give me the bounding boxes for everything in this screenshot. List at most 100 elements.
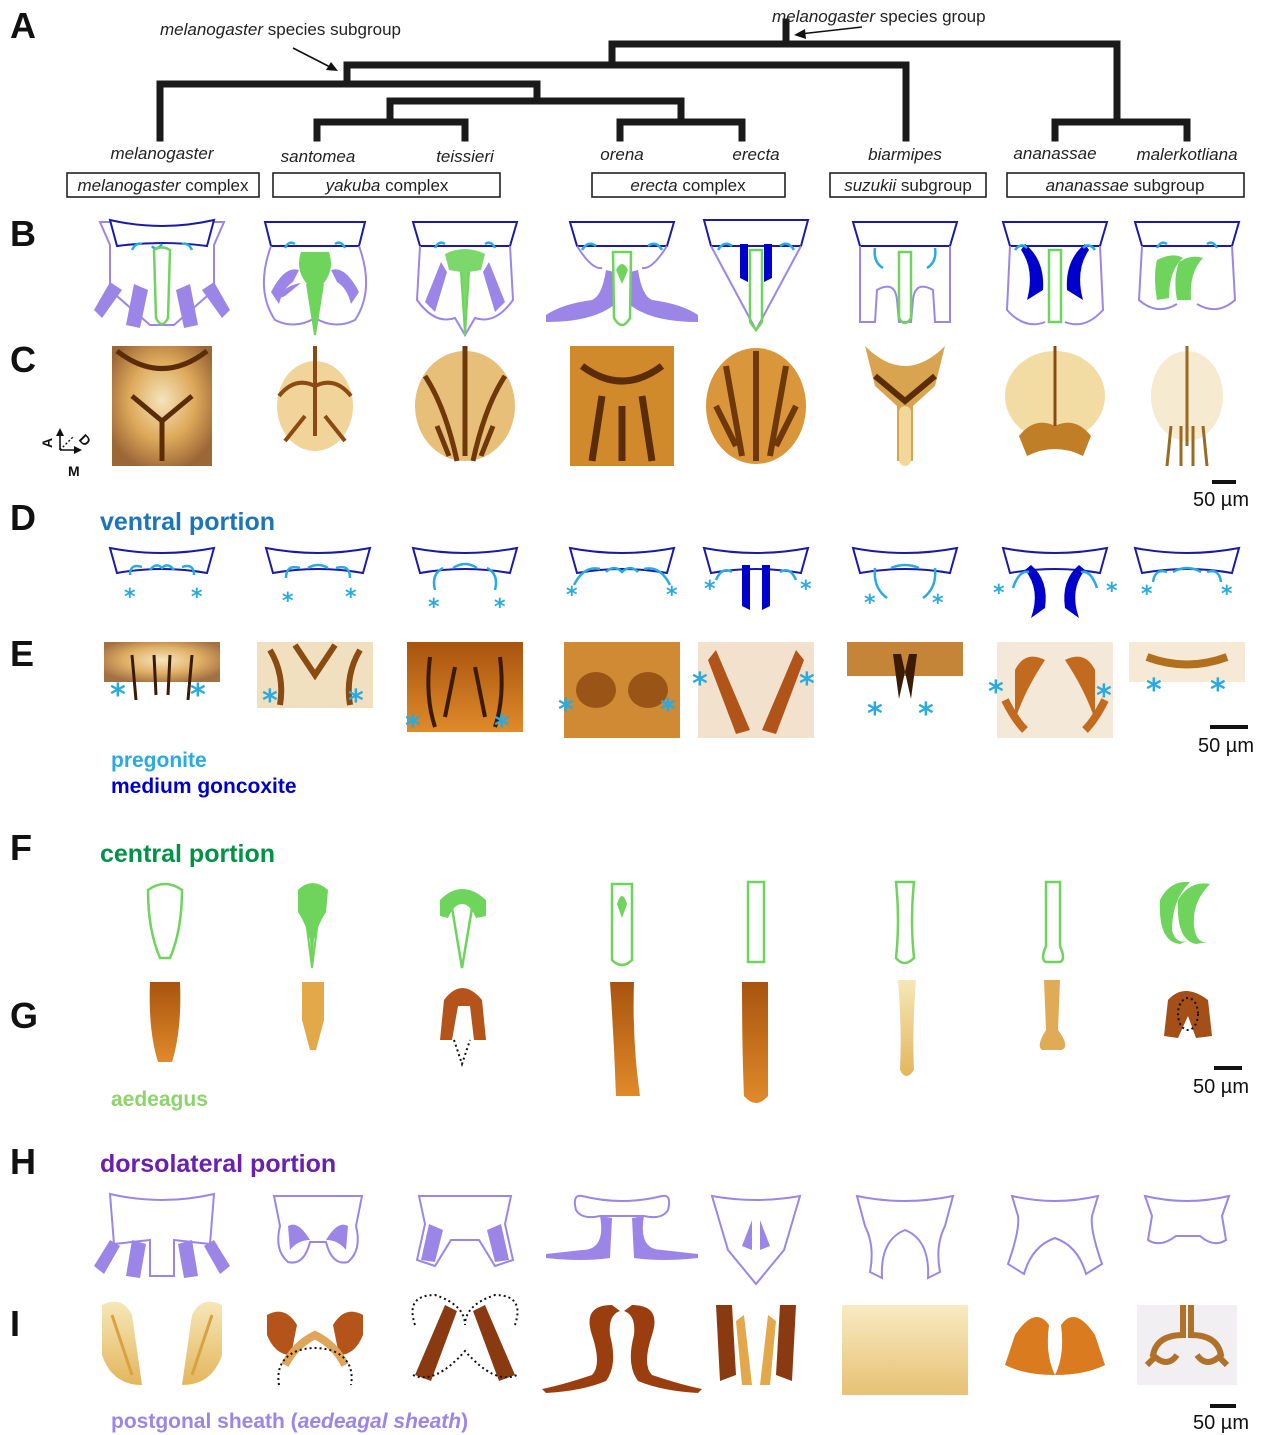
asterisk-marker: * [918,697,934,732]
photo-c-malerkotliana [1151,346,1223,466]
legend-medium-goncoxite: medium goncoxite [111,775,297,798]
postgonal-schematic [1008,1196,1102,1274]
complex-label: ananassae subgroup [1046,176,1205,195]
scale-bar: 50 µm [1193,1406,1249,1434]
complex-label: suzukii subgroup [844,176,972,195]
svg-text:50 µm: 50 µm [1193,1076,1249,1098]
photo-i-orena [542,1305,702,1393]
photo-g-teissieri [440,988,486,1064]
species-label: melanogaster [110,144,214,163]
asterisk-marker: * [558,693,574,728]
asterisk-marker: * [1106,579,1118,604]
schematic-teissieri [413,222,517,335]
complex-label: yakuba complex [325,176,449,195]
photo-g-erecta [742,982,768,1103]
schematic-ananassae [1003,222,1107,324]
photo-g-santomea [302,982,324,1050]
asterisk-marker: * [1096,679,1112,714]
aedeagus-schematic [612,884,632,965]
svg-text:50 µm: 50 µm [1198,735,1254,757]
asterisk-marker: * [867,697,883,732]
asterisk-marker: * [800,577,812,602]
species-label: teissieri [436,147,495,166]
panel-letter-b: B [10,213,36,254]
svg-text:50 µm: 50 µm [1193,1412,1249,1434]
postgonal-schematic [417,1196,513,1266]
asterisk-marker: * [110,678,126,713]
section-title-dorsolateral: dorsolateral portion [100,1150,336,1178]
schematic-malerkotliana [1135,222,1239,309]
asterisk-marker: * [1210,673,1226,708]
panel-letter-c: C [10,339,36,380]
photo-c-biarmipes [865,346,945,466]
photo-g-malerkotliana [1164,991,1212,1038]
species-label: orena [600,145,643,164]
panel-letter-g: G [10,995,38,1036]
photo-c-santomea [277,346,353,451]
ventral-schematic [1135,548,1239,582]
row-h-schematics [94,1194,1229,1284]
photo-g-ananassae [1040,980,1065,1050]
asterisk-marker: * [405,709,421,744]
panel-letter-e: E [10,633,34,674]
panel-letter-d: D [10,497,36,538]
svg-text:50 µm: 50 µm [1193,489,1249,511]
asterisk-marker: * [566,583,578,608]
svg-text:D: D [76,431,94,449]
aedeagus-schematic [148,884,182,958]
photo-c-ananassae [1005,346,1105,456]
asterisk-marker: * [1221,582,1233,607]
asterisk-marker: * [1146,673,1162,708]
legend-postgonal-sheath: postgonal sheath (aedeagal sheath) [111,1410,468,1433]
svg-text:A: A [39,438,55,448]
legend-pregonite: pregonite [111,749,207,772]
asterisk-marker: * [660,693,676,728]
schematic-melanogaster [94,220,230,328]
row-b-schematics [94,220,1239,335]
photo-c-teissieri [415,346,515,461]
asterisk-marker: * [932,591,944,616]
photo-i-erecta [716,1305,796,1385]
asterisk-marker: * [988,675,1004,710]
ventral-schematic [413,548,517,590]
ventral-schematic [704,548,808,610]
postgonal-schematic [857,1196,953,1278]
asterisk-marker: * [864,591,876,616]
photo-i-ananassae [1005,1317,1105,1375]
complex-boxes: melanogaster complex yakuba complex erec… [67,173,1244,197]
row-i-micrographs [102,1295,1237,1395]
aedeagus-schematic [298,883,328,968]
panel-letter-h: H [10,1141,36,1182]
photo-i-malerkotliana [1137,1305,1237,1385]
svg-text:M: M [68,463,80,479]
aedeagus-schematic [748,882,764,962]
subgroup-label: melanogaster species subgroup [160,20,401,39]
postgonal-schematic [546,1196,698,1260]
asterisk-marker: * [666,583,678,608]
schematic-erecta [704,220,808,330]
asterisk-marker: * [124,585,136,610]
group-label: melanogaster species group [772,7,986,26]
panel-letter-a: A [10,5,36,46]
postgonal-schematic [94,1194,230,1278]
photo-c-melanogaster [112,346,212,466]
photo-c-erecta [706,348,806,464]
asterisk-marker: * [692,667,708,702]
aedeagus-schematic [896,882,914,963]
row-c-micrographs [112,346,1223,466]
photo-i-melanogaster [102,1302,222,1385]
photo-e-biarmipes [847,642,963,699]
ventral-schematic [570,548,674,585]
species-label: malerkotliana [1136,145,1237,164]
section-title-central: central portion [100,840,275,868]
asterisk-marker: * [1141,582,1153,607]
ventral-schematic [1003,548,1107,618]
panel-letter-i: I [10,1303,20,1344]
species-label: santomea [281,147,356,166]
asterisk-marker: * [262,684,278,719]
asterisk-marker: * [282,589,294,614]
schematic-orena [546,222,698,325]
photo-g-melanogaster [150,982,181,1062]
complex-label: erecta complex [630,176,746,195]
